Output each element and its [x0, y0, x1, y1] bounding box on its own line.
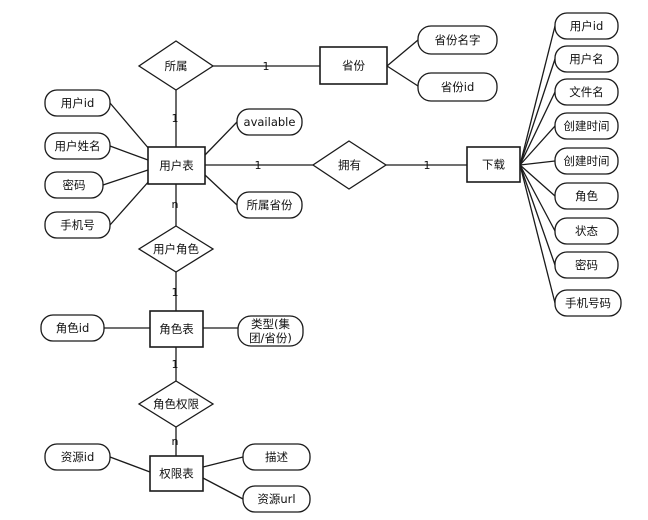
- attribute-label: 资源id: [61, 450, 95, 464]
- attribute-download-user-id: 用户id: [554, 12, 619, 40]
- entity-role-table: 角色表: [149, 310, 204, 348]
- attribute-label: 省份名字: [435, 33, 481, 47]
- attribute-province-name: 省份名字: [417, 25, 498, 55]
- attribute-user-id: 用户id: [44, 89, 111, 117]
- attribute-label: 文件名: [569, 85, 604, 99]
- entity-province: 省份: [319, 46, 388, 85]
- attribute-role-type: 类型(集 团/省份): [237, 315, 304, 347]
- relationship-label: 拥有: [338, 158, 361, 172]
- attribute-label: 省份id: [441, 80, 475, 94]
- cardinality-owns-user: 1: [255, 159, 262, 172]
- relationship-role-permission: 角色权限: [137, 380, 215, 428]
- attribute-user-province: 所属省份: [236, 191, 303, 219]
- entity-download: 下载: [466, 146, 521, 183]
- relationship-user-role: 用户角色: [137, 225, 215, 273]
- attribute-province-id: 省份id: [417, 72, 498, 102]
- attribute-download-phone: 手机号码: [554, 289, 622, 317]
- attribute-label: 创建时间: [564, 119, 610, 133]
- cardinality-role-permission-role: 1: [172, 358, 179, 371]
- attribute-label: available: [244, 115, 296, 129]
- relationship-belongs: 所属: [137, 40, 215, 91]
- attribute-download-status: 状态: [554, 217, 619, 245]
- entity-label: 权限表: [159, 467, 194, 481]
- relationship-label: 所属: [165, 59, 188, 73]
- attribute-label: 手机号: [60, 218, 95, 232]
- attribute-download-role: 角色: [554, 182, 619, 210]
- cardinality-owns-download: 1: [424, 159, 431, 172]
- entity-label: 用户表: [159, 159, 194, 173]
- attribute-description: 描述: [242, 443, 311, 471]
- entity-label: 下载: [482, 158, 505, 172]
- attribute-label: 用户id: [61, 96, 95, 110]
- attribute-label: 角色: [575, 189, 598, 203]
- attribute-download-created-time-1: 创建时间: [554, 112, 619, 140]
- cardinality-belongs-province: 1: [263, 60, 270, 73]
- relationship-owns: 拥有: [311, 140, 388, 190]
- attribute-label: 密码: [575, 258, 598, 272]
- attribute-label: 资源url: [257, 492, 295, 506]
- entity-label: 角色表: [159, 322, 194, 336]
- attribute-user-phone: 手机号: [44, 211, 111, 239]
- entity-user-table: 用户表: [147, 146, 206, 185]
- attribute-user-password: 密码: [44, 171, 104, 199]
- attribute-label: 描述: [265, 450, 288, 464]
- attribute-label: 角色id: [56, 321, 90, 335]
- attribute-label: 用户名: [569, 52, 604, 66]
- attribute-download-created-time-2: 创建时间: [554, 147, 619, 175]
- attribute-download-user-name: 用户名: [554, 45, 619, 73]
- attribute-label: 创建时间: [564, 154, 610, 168]
- attribute-resource-url: 资源url: [242, 485, 311, 513]
- attribute-download-password: 密码: [554, 251, 619, 279]
- cardinality-role-permission-permission: n: [172, 435, 179, 448]
- attribute-label: 所属省份: [247, 198, 293, 212]
- cardinality-user-role-role: 1: [172, 286, 179, 299]
- relationship-label: 用户角色: [153, 242, 199, 256]
- attribute-label: 用户id: [570, 19, 604, 33]
- entity-permission-table: 权限表: [149, 455, 204, 492]
- cardinality-labels: 1 1 1 1 n 1 1 n: [172, 60, 431, 448]
- connectors: [102, 25, 556, 500]
- attribute-label: 状态: [575, 224, 598, 238]
- attribute-label: 手机号码: [565, 296, 611, 310]
- relationship-label: 角色权限: [153, 397, 199, 411]
- entity-label: 省份: [342, 59, 365, 73]
- attribute-role-id: 角色id: [40, 314, 105, 342]
- attribute-label: 用户姓名: [55, 139, 101, 153]
- attribute-resource-id: 资源id: [44, 443, 111, 471]
- attribute-user-available: available: [236, 108, 303, 136]
- attribute-download-file-name: 文件名: [554, 78, 619, 106]
- attribute-label-line-1: 类型(集: [251, 317, 290, 331]
- attribute-user-full-name: 用户姓名: [44, 132, 111, 160]
- attribute-label-line-2: 团/省份): [249, 331, 292, 345]
- cardinality-user-role-user: n: [172, 198, 179, 211]
- attribute-label: 密码: [63, 178, 86, 192]
- cardinality-belongs-user: 1: [172, 112, 179, 125]
